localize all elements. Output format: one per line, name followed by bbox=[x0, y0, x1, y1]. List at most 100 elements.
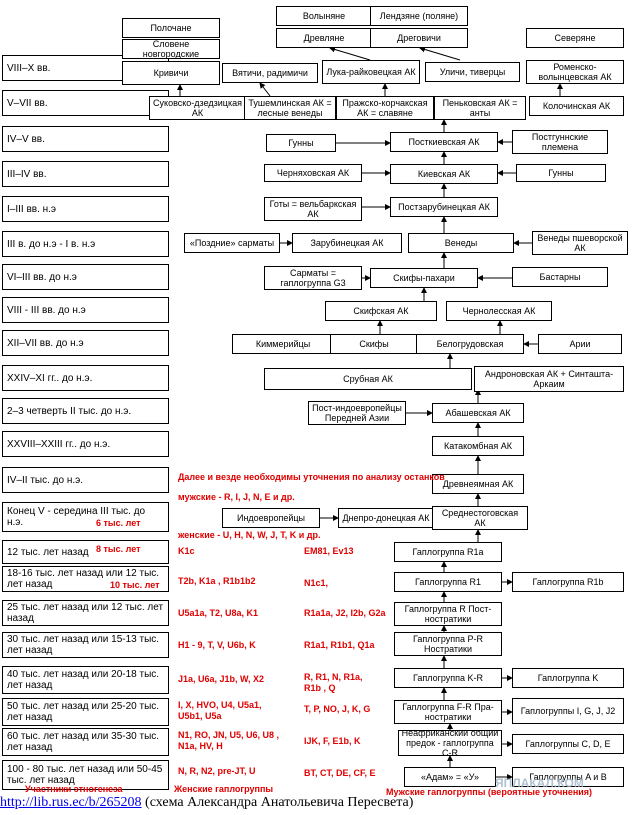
node-sukovsko: Суковско-дзедзицкая АК bbox=[149, 96, 246, 120]
male-haplogroups: IJK, F, E1b, K bbox=[304, 736, 361, 746]
era-row: III в. до н.э - I в. н.э bbox=[2, 231, 169, 257]
node-cde: Гаплогруппы C, D, E bbox=[512, 734, 624, 754]
connector-arrow bbox=[259, 82, 271, 97]
female-haplogroups: N1, RO, JN, U5, U6, U8 , N1a, HV, H bbox=[178, 730, 280, 751]
node-zarub: Зарубинецкая АК bbox=[292, 233, 402, 253]
era-row: VIII - III вв. до н.э bbox=[2, 297, 169, 323]
male-haplogroups: N1c1, bbox=[304, 578, 329, 588]
era-row: 60 тыс. лет назад или 35-30 тыс. лет наз… bbox=[2, 728, 169, 756]
era-row: III–IV вв. bbox=[2, 161, 169, 187]
node-drevlyane: Древляне bbox=[276, 28, 372, 48]
footer-caption: (схема Александра Анатольевича Пересвета… bbox=[145, 795, 414, 810]
node-romensko: Роменско-волынцевская АК bbox=[526, 60, 624, 84]
node-r1: Гаплогруппа R1 bbox=[394, 572, 502, 592]
female-haplogroups: I, X, HVO, U4, U5a1, U5b1, U5a bbox=[178, 700, 262, 721]
node-skify-pah: Скифы-пахари bbox=[370, 268, 478, 288]
era-row: IV–V вв. bbox=[2, 126, 169, 152]
legend-male: Мужские гаплогруппы (вероятные уточнения… bbox=[386, 787, 593, 797]
node-venedy: Венеды bbox=[408, 233, 514, 253]
era-row: 100 - 80 тыс. лет назад или 50-45 тыс. л… bbox=[2, 760, 169, 790]
connector-arrow bbox=[419, 46, 461, 61]
node-bastarny: Бастарны bbox=[512, 267, 608, 287]
female-haplogroups: T2b, K1a , R1b1b2 bbox=[178, 576, 256, 586]
node-belogrud: Белогрудовская bbox=[416, 334, 524, 354]
node-fr: Гаплогруппа F-R Пра-ностратики bbox=[394, 700, 502, 724]
legend-female: Женские гаплогруппы bbox=[174, 784, 274, 794]
source-link[interactable]: http://lib.rus.ec/b/265208 bbox=[0, 795, 142, 810]
node-tushem: Тушемлинская АК = лесные венеды bbox=[244, 96, 336, 120]
node-r1b: Гаплогруппа R1b bbox=[512, 572, 624, 592]
note-six-k: 6 тыс. лет bbox=[96, 518, 141, 528]
female-haplogroups: U5a1a, T2, U8a, K1 bbox=[178, 608, 259, 618]
node-dregovichi: Дреговичи bbox=[370, 28, 468, 48]
node-goty: Готы = вельбаркская АК bbox=[264, 197, 362, 221]
node-kievskaya: Киевская АК bbox=[390, 164, 498, 184]
node-srubnaya: Срубная АК bbox=[264, 368, 472, 390]
footer: http://lib.rus.ec/b/265208 (схема Алекса… bbox=[0, 795, 413, 811]
node-srednestog: Среднестоговская АК bbox=[432, 506, 528, 530]
node-dnepro: Днепро-донецкая АК bbox=[338, 508, 434, 528]
node-indoevr: Индоевропейцы bbox=[222, 508, 320, 528]
node-ulichi: Уличи, тиверцы bbox=[425, 62, 520, 82]
node-polochane: Полочане bbox=[122, 18, 220, 38]
era-row: 2–3 четверть II тыс. до н.э. bbox=[2, 398, 169, 424]
node-chernyakh: Черняховская АК bbox=[264, 164, 362, 182]
era-row: 18-16 тыс. лет назад или 12 тыс. лет наз… bbox=[2, 566, 169, 592]
node-prazhsko: Пражско-корчакская АК = славяне bbox=[336, 96, 434, 120]
era-row: XXVIII–XXIII гг.. до н.э. bbox=[2, 431, 169, 457]
era-row: 50 тыс. лет назад или 25-20 тыс. лет наз… bbox=[2, 698, 169, 726]
female-haplogroups: J1a, U6a, J1b, W, X2 bbox=[178, 674, 265, 684]
male-haplogroups: R1a1, R1b1, Q1a bbox=[304, 640, 375, 650]
node-postgun: Постгуннские племена bbox=[512, 130, 608, 154]
era-row: 30 тыс. лет назад или 15-13 тыс. лет наз… bbox=[2, 632, 169, 658]
node-luka: Лука-райковецкая АК bbox=[322, 60, 420, 84]
era-row: 40 тыс. лет назад или 20-18 тыс. лет наз… bbox=[2, 666, 169, 694]
node-sarmaty: Сарматы = гаплогруппа G3 bbox=[264, 266, 362, 290]
male-haplogroups: T, P, NO, J, K, G bbox=[304, 704, 371, 714]
era-row: XII–VII вв. до н.э bbox=[2, 330, 169, 356]
node-kolochin: Колочинская АК bbox=[529, 96, 624, 116]
node-drevneyam: Древнеямная АК bbox=[432, 474, 524, 494]
note-remark: Далее и везде необходимы уточнения по ан… bbox=[178, 472, 445, 482]
male-haplogroups: EM81, Ev13 bbox=[304, 546, 354, 556]
female-haplogroups: H1 - 9, T, V, U6b, K bbox=[178, 640, 256, 650]
node-andron: Андроновская АК + Синташта-Аркаим bbox=[474, 366, 624, 392]
node-postzarub: Постзарубинецкая АК bbox=[390, 197, 498, 217]
node-postindo: Пост-индоевропейцы Передней Азии bbox=[308, 401, 406, 425]
node-chernoles: Чернолесская АК bbox=[446, 301, 552, 321]
node-pr: Гаплогруппа P-R Ностратики bbox=[394, 632, 502, 656]
node-kr: Гаплогруппа K-R bbox=[394, 668, 502, 688]
era-row: VI–III вв. до н.э bbox=[2, 264, 169, 290]
era-row: V–VII вв. bbox=[2, 90, 169, 116]
node-r1a: Гаплогруппа R1a bbox=[394, 542, 502, 562]
node-postkiev: Посткиевская АК bbox=[390, 132, 498, 152]
era-row: XXIV–XI гг.. до н.э. bbox=[2, 365, 169, 391]
node-k: Гаплогруппа K bbox=[512, 668, 624, 688]
note-eight-k: 8 тыс. лет bbox=[96, 544, 141, 554]
node-slovene: Словене новгородские bbox=[122, 39, 220, 59]
era-row: 12 тыс. лет назад bbox=[2, 540, 169, 564]
node-sarmaty-late: «Поздние» сарматы bbox=[184, 233, 280, 253]
node-vyatichi: Вятичи, радимичи bbox=[222, 63, 318, 83]
node-r: Гаплогруппа R Пост-ностратики bbox=[394, 602, 502, 626]
node-venedy-psh: Венеды пшеворской АК bbox=[532, 231, 628, 255]
male-haplogroups: R1a1a, J2, I2b, G2a bbox=[304, 608, 386, 618]
node-severyane: Северяне bbox=[526, 28, 624, 48]
era-row: 25 тыс. лет назад или 12 тыс. лет назад bbox=[2, 600, 169, 626]
female-haplogroups: K1c bbox=[178, 546, 195, 556]
era-row: I–III вв. н.э bbox=[2, 196, 169, 222]
node-kimmer: Киммерийцы bbox=[232, 334, 334, 354]
node-gunny-2: Гунны bbox=[516, 164, 606, 182]
node-lendzyane: Лендзяне (поляне) bbox=[370, 6, 468, 26]
era-row: Конец V - середина III тыс. до н.э. bbox=[2, 502, 169, 532]
male-haplogroups: R, R1, N, R1a, R1b , Q bbox=[304, 672, 363, 693]
note-male-line: мужские - R, I, J, N, E и др. bbox=[178, 492, 295, 502]
node-volynyane: Волыняне bbox=[276, 6, 372, 26]
legend-participants: Участники этногенеза bbox=[25, 784, 123, 794]
node-ab: Гаплогруппы A и B bbox=[512, 767, 624, 787]
male-haplogroups: BT, CT, DE, CF, E bbox=[304, 768, 376, 778]
connector-arrow bbox=[329, 46, 371, 61]
watermark: ЯПЛАКАЛ.КОМ bbox=[495, 776, 584, 790]
node-adam: «Адам» = «У» bbox=[404, 767, 496, 787]
